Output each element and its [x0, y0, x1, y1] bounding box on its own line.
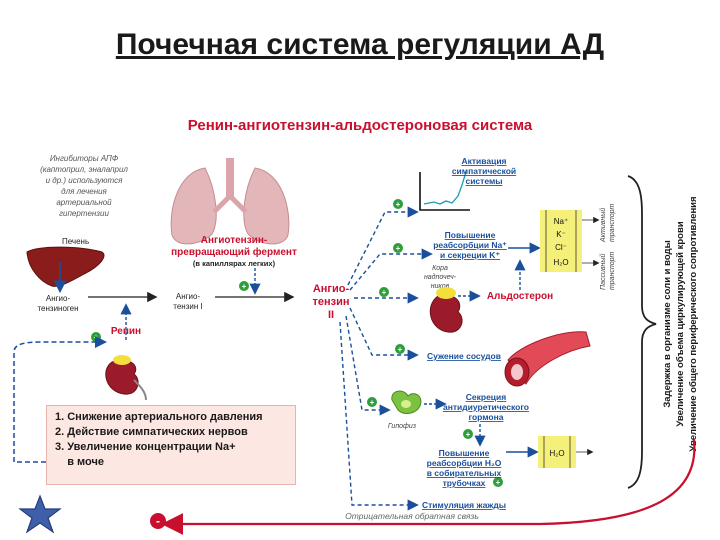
- plus-sign: +: [382, 288, 387, 297]
- plus-sign: +: [370, 398, 375, 407]
- angiotensin1-label: Ангио-: [176, 292, 201, 301]
- slide-title: Почечная система регуляции АД: [115, 28, 605, 61]
- sympathetic-label: Активация: [461, 156, 506, 166]
- star-nav-icon[interactable]: [18, 494, 62, 534]
- angiotensin2-label: II: [328, 309, 334, 321]
- ace-note-line: артериальной: [56, 198, 112, 207]
- liver-label: Печень: [62, 237, 89, 246]
- water-reabsorption-label: в собирательных: [427, 468, 502, 478]
- ace-note-line: Ингибиторы АПФ: [50, 154, 119, 163]
- adrenal-cortex-label: Кора надпочеч- ников: [424, 265, 457, 290]
- active-transport-label: Активный: [599, 208, 607, 243]
- ion-label: Cl⁻: [555, 243, 567, 252]
- angiotensin2-branches: [339, 206, 433, 511]
- na-reabsorption-label: Повышение: [445, 230, 496, 240]
- ace-note-line: гипертензии: [59, 209, 109, 218]
- water-reabsorption-label: реабсорбции H₂O: [427, 458, 502, 468]
- angiotensin2-label: тензин: [312, 296, 349, 308]
- diagram-header: Ренин-ангиотензин-альдостероновая систем…: [188, 117, 533, 134]
- ace-label: Ангиотензин-: [201, 235, 267, 246]
- plus-icon: [463, 429, 473, 439]
- adh-label: антидиуретического: [443, 402, 529, 412]
- angiotensin2-label: Ангио-: [313, 283, 350, 295]
- blood-vessel-illustration: [504, 331, 591, 387]
- transport-labels: Активный транспорт Пассивный транспорт: [599, 203, 616, 290]
- ion-label: Na⁺: [554, 217, 568, 226]
- plus-icon: [395, 344, 405, 354]
- adh-label: Секреция: [466, 392, 506, 402]
- lungs-illustration: [170, 158, 290, 245]
- sympathetic-label: симпатической: [452, 166, 516, 176]
- aldosterone-label: Альдостерон: [487, 291, 553, 302]
- plus-icon: [367, 397, 377, 407]
- ace-inhibitor-note: Ингибиторы АПФ (каптоприл, эналаприл и д…: [40, 154, 128, 218]
- ion-label: H₂O: [553, 258, 568, 267]
- stimulus-item: 1. Снижение артериального давления: [55, 411, 263, 423]
- kidney-illustration: [105, 355, 147, 401]
- plus-sign: +: [396, 244, 401, 253]
- adrenal-kidney-illustration: [429, 287, 463, 333]
- adrenal-line: Кора: [432, 265, 448, 272]
- stimulus-item: в моче: [55, 456, 104, 468]
- adrenal-line: ников: [431, 283, 450, 290]
- plus-sign: +: [466, 430, 471, 439]
- plus-icon: [393, 243, 403, 253]
- ion-label: K⁻: [556, 230, 566, 239]
- stimulus-item: 2. Действие симпатических нервов: [55, 426, 248, 438]
- plus-icon: [239, 281, 249, 291]
- liver-illustration: Печень: [26, 237, 105, 294]
- feedback-label: Отрицательная обратная связь: [345, 511, 479, 521]
- plus-sign: +: [396, 200, 401, 209]
- sympathetic-graph: [419, 171, 470, 211]
- effects-bracket: [627, 175, 657, 489]
- renin-label: Ренин: [111, 326, 141, 337]
- sympathetic-label: системы: [465, 176, 502, 186]
- passive-transport-label: транспорт: [609, 251, 616, 290]
- angiotensinogen-label: Ангио-: [46, 294, 71, 303]
- water-channel-panel: H₂O: [538, 436, 594, 468]
- ace-location: (в капиллярах легких): [193, 259, 276, 268]
- minus-icon: [150, 513, 166, 529]
- ace-label: превращающий фермент: [171, 246, 297, 258]
- effect-line: Задержка в организме соли и воды: [662, 240, 673, 407]
- passive-transport-label: Пассивный: [599, 253, 607, 290]
- water-reabsorption-label: Повышение: [439, 448, 490, 458]
- pituitary-illustration: [391, 390, 422, 414]
- effects-text: Задержка в организме соли и воды Увеличе…: [662, 196, 699, 451]
- effect-line: Увеличение объема циркулирующей крови: [675, 221, 686, 427]
- ace-note-line: (каптоприл, эналаприл: [40, 165, 128, 174]
- stimulus-feedback-path: [13, 336, 107, 463]
- minus-sign: -: [156, 514, 160, 528]
- water-label: H₂O: [549, 449, 564, 458]
- plus-icon: [393, 199, 403, 209]
- angiotensin1-label: тензин I: [173, 302, 202, 311]
- transport-panel: Na⁺ K⁻ Cl⁻ H₂O: [540, 210, 600, 272]
- ace-note-line: и др.) используются: [46, 176, 124, 185]
- stimulus-item: 3. Увеличение концентрации Na+: [55, 441, 236, 453]
- vasoconstriction-label: Сужение сосудов: [427, 351, 501, 361]
- effect-line: Увеличение общего периферического сопрот…: [688, 196, 699, 451]
- thirst-label: Стимуляция жажды: [422, 500, 506, 510]
- plus-icon: [493, 477, 503, 487]
- plus-sign: +: [94, 333, 99, 342]
- na-reabsorption-label: реабсорбции Na⁺: [433, 240, 507, 250]
- negative-feedback-arc: [161, 439, 696, 535]
- renin-stimuli-box: 1. Снижение артериального давления 2. Де…: [46, 405, 296, 485]
- active-transport-label: транспорт: [609, 203, 616, 242]
- plus-sign: +: [242, 282, 247, 291]
- water-reabsorption-label: трубочках: [443, 478, 486, 488]
- branch-plus-icons: + + + + + + +: [367, 199, 503, 487]
- pituitary-label: Гипофиз: [388, 423, 417, 430]
- angiotensinogen-label: тензиноген: [37, 304, 78, 313]
- plus-sign: +: [398, 345, 403, 354]
- na-reabsorption-label: и секреции K⁺: [440, 250, 500, 260]
- plus-sign: +: [496, 478, 501, 487]
- ace-note-line: для лечения: [61, 187, 107, 196]
- adrenal-line: надпочеч-: [424, 273, 457, 281]
- adh-label: гормона: [469, 412, 504, 422]
- plus-icon: [379, 287, 389, 297]
